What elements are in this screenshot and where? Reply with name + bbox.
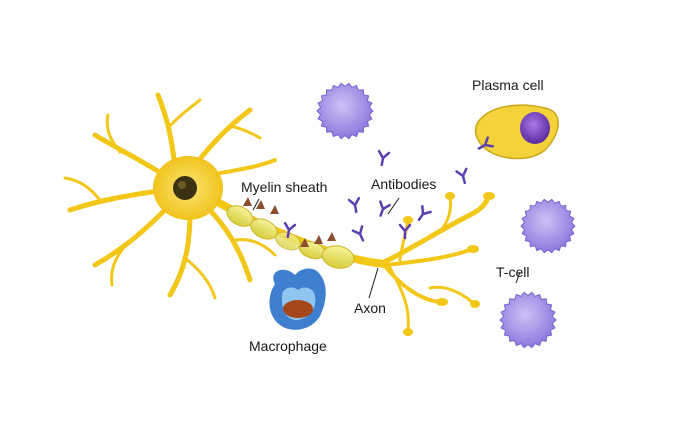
myelin-debris (243, 197, 336, 247)
neuron-dendrites (63, 92, 277, 300)
label-axon: Axon (354, 300, 386, 316)
leader-lines (252, 197, 521, 299)
nucleus-icon (173, 176, 197, 200)
axon-terminals (377, 195, 491, 332)
macrophage-icon (269, 268, 326, 330)
label-antibodies: Antibodies (371, 176, 437, 192)
plasma-cell-icon (474, 104, 559, 160)
antibody-icon (347, 196, 361, 214)
axon-terminal-knobs (403, 192, 495, 336)
label-plasma-cell: Plasma cell (472, 77, 544, 93)
antibody-icon (283, 221, 297, 239)
antibody-icon (377, 149, 391, 167)
label-macrophage: Macrophage (249, 338, 327, 354)
antibody-icon (351, 225, 365, 242)
axon-shaft (201, 191, 389, 268)
t-cell-icon (520, 198, 576, 254)
antibody-icon (417, 204, 432, 221)
label-t-cell: T-cell (496, 264, 530, 280)
neuron-soma (153, 156, 223, 220)
label-myelin-sheath: Myelin sheath (241, 179, 328, 195)
antibody-icon (398, 223, 412, 240)
antibody-icon (477, 136, 494, 150)
t-cell-icon (499, 291, 557, 349)
antibody-icons (283, 136, 494, 242)
antibody-icon (379, 200, 392, 217)
t-cell-icon (316, 82, 374, 140)
antibody-icon (455, 167, 468, 185)
